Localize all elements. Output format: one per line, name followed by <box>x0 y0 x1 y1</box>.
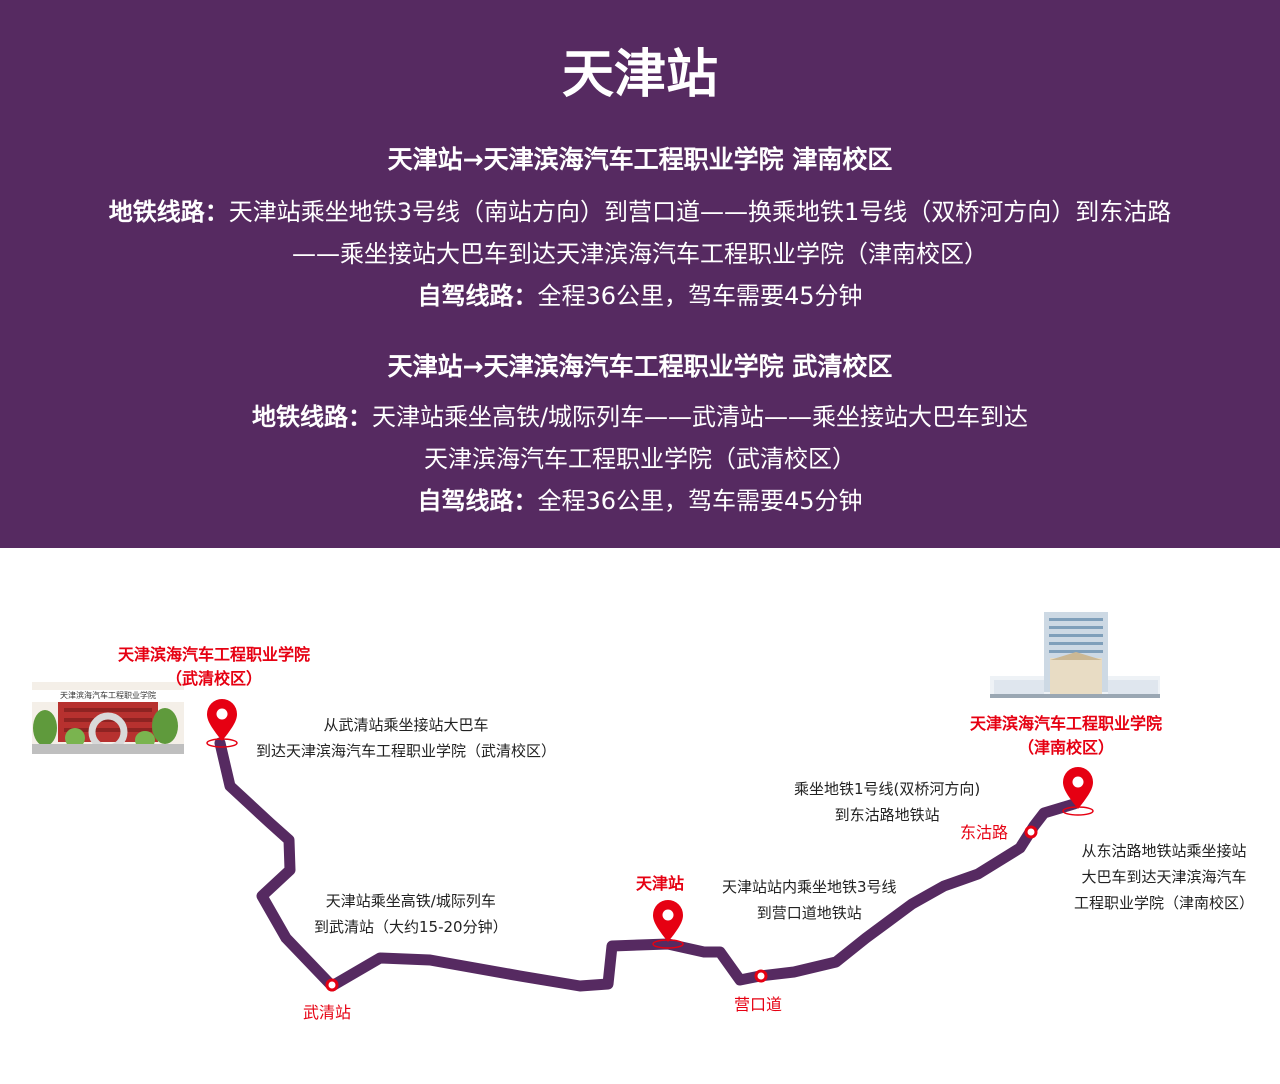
jinnan-campus-name: 天津滨海汽车工程职业学院 （津南校区） <box>970 712 1162 760</box>
note-line: 到武清站（大约15-20分钟） <box>314 918 508 936</box>
note-line: 天津站乘坐高铁/城际列车 <box>325 892 496 910</box>
note-line: 到营口道地铁站 <box>756 904 862 922</box>
note-train: 天津站乘坐高铁/城际列车 到武清站（大约15-20分钟） <box>314 888 508 940</box>
route1-metro-line2: ——乘坐接站大巴车到达天津滨海汽车工程职业学院（津南校区） <box>292 240 988 268</box>
station-dot-wuqing <box>325 978 339 992</box>
note-line: 从东沽路地铁站乘坐接站 <box>1081 842 1247 860</box>
wuqing-campus-illustration: 天津滨海汽车工程职业学院 <box>32 682 184 754</box>
campus-sub: （武清校区） <box>166 669 263 688</box>
route1-heading: 天津站→天津滨海汽车工程职业学院 津南校区 <box>387 145 893 174</box>
note-line: 大巴车到达天津滨海汽车 <box>1081 868 1247 886</box>
route1-metro-line1: 地铁线路：天津站乘坐地铁3号线（南站方向）到营口道——换乘地铁1号线（双桥河方向… <box>0 195 1280 229</box>
metro-label: 地铁线路： <box>251 403 372 431</box>
route2-metro-line2: 天津滨海汽车工程职业学院（武清校区） <box>424 445 856 473</box>
metro-label: 地铁线路： <box>108 198 229 226</box>
station-dot-yingkoudao <box>754 969 768 983</box>
note-line: 乘坐地铁1号线(双桥河方向) <box>794 780 981 798</box>
station-label-tianjin: 天津站 <box>636 874 685 893</box>
note-jinnan-bus: 从东沽路地铁站乘坐接站 大巴车到达天津滨海汽车 工程职业学院（津南校区） <box>1074 838 1254 916</box>
campus-name: 天津滨海汽车工程职业学院 <box>118 645 311 664</box>
route2-drive: 自驾线路：全程36公里，驾车需要45分钟 <box>0 484 1280 518</box>
route-map-drawing: 天津滨海汽车工程职业学院 <box>32 612 1160 992</box>
location-pin-icon <box>206 699 238 748</box>
wuqing-campus-name: 天津滨海汽车工程职业学院 （武清校区） <box>118 643 310 691</box>
note-line: 从武清站乘坐接站大巴车 <box>323 716 489 734</box>
note-metro1: 乘坐地铁1号线(双桥河方向) 到东沽路地铁站 <box>794 776 980 828</box>
jinnan-campus-illustration <box>990 612 1160 698</box>
station-label-donggulu: 东沽路 <box>960 823 1009 842</box>
campus-name: 天津滨海汽车工程职业学院 <box>970 714 1163 733</box>
station-label-yingkoudao: 营口道 <box>734 995 783 1014</box>
drive-label: 自驾线路： <box>417 487 538 515</box>
note-wuqing-bus: 从武清站乘坐接站大巴车 到达天津滨海汽车工程职业学院（武清校区） <box>256 712 556 764</box>
metro-text: 天津站乘坐高铁/城际列车——武清站——乘坐接站大巴车到达 <box>371 403 1029 431</box>
note-line: 工程职业学院（津南校区） <box>1074 894 1255 912</box>
route-map: 天津滨海汽车工程职业学院 <box>0 548 1280 1084</box>
note-line: 到东沽路地铁站 <box>834 806 940 824</box>
location-pin-icon <box>652 900 684 949</box>
note-line: 天津站站内乘坐地铁3号线 <box>722 878 897 896</box>
route-info-panel: 天津站 天津站→天津滨海汽车工程职业学院 津南校区 地铁线路：天津站乘坐地铁3号… <box>0 0 1280 548</box>
station-dot-donggulu <box>1024 825 1038 839</box>
station-label-wuqing: 武清站 <box>303 1003 352 1022</box>
page-title: 天津站 <box>561 45 718 105</box>
note-metro3: 天津站站内乘坐地铁3号线 到营口道地铁站 <box>722 874 897 926</box>
drive-text: 全程36公里，驾车需要45分钟 <box>537 282 863 310</box>
route1-drive: 自驾线路：全程36公里，驾车需要45分钟 <box>0 279 1280 313</box>
drive-text: 全程36公里，驾车需要45分钟 <box>537 487 863 515</box>
note-line: 到达天津滨海汽车工程职业学院（武清校区） <box>256 742 557 760</box>
route2-metro-line1: 地铁线路：天津站乘坐高铁/城际列车——武清站——乘坐接站大巴车到达 <box>0 400 1280 434</box>
building-sign: 天津滨海汽车工程职业学院 <box>60 690 156 700</box>
route2-heading: 天津站→天津滨海汽车工程职业学院 武清校区 <box>387 352 893 381</box>
route-line <box>214 737 1080 992</box>
location-pin-icon <box>1062 767 1094 816</box>
metro-text: 天津站乘坐地铁3号线（南站方向）到营口道——换乘地铁1号线（双桥河方向）到东沽路 <box>228 198 1172 226</box>
campus-sub: （津南校区） <box>1018 738 1115 757</box>
drive-label: 自驾线路： <box>417 282 538 310</box>
